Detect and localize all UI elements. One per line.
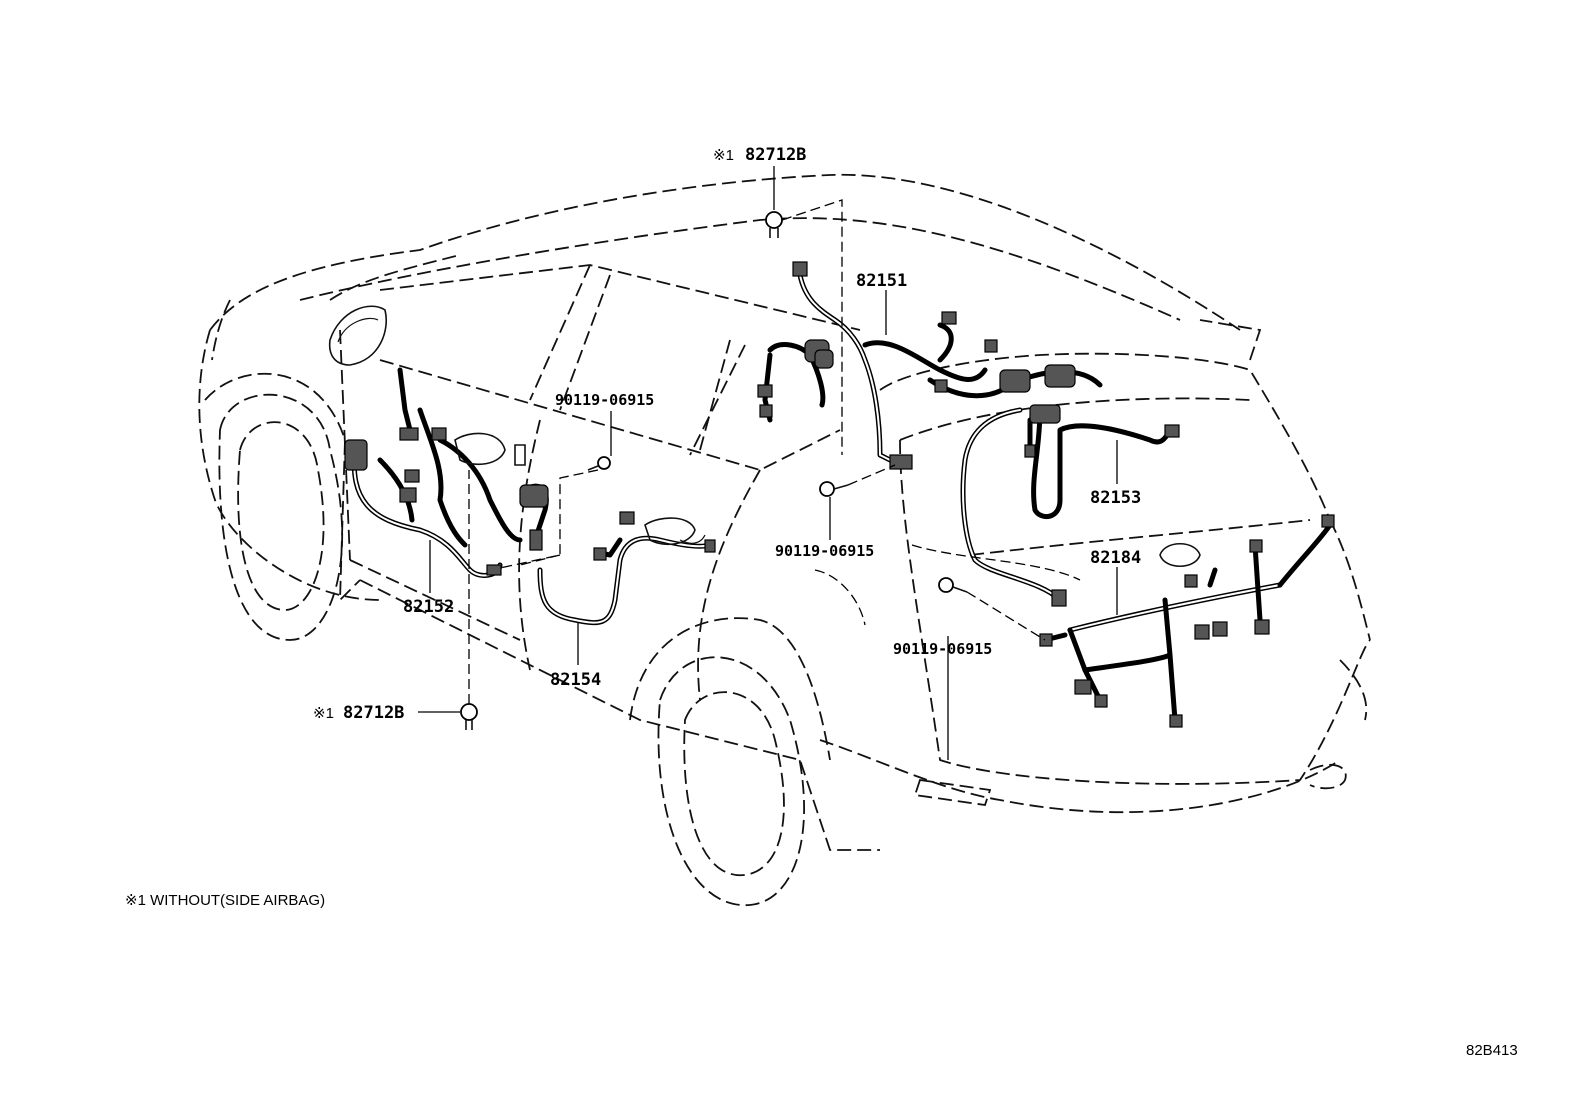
harness-82154	[537, 511, 716, 625]
clip-82712b-top	[765, 211, 783, 238]
label-82154: 82154	[550, 670, 601, 690]
note-marker-left: ※1	[313, 705, 334, 722]
note-marker-top: ※1	[713, 147, 734, 164]
part-labels: ※1 82712B 82151 90119-06915 82153 90119-…	[313, 145, 1141, 723]
side-mirror	[328, 305, 387, 366]
label-82184: 82184	[1090, 548, 1141, 568]
harness-82151	[757, 261, 1103, 470]
bolt-left-icon	[587, 456, 611, 471]
footnote: ※1 WITHOUT(SIDE AIRBAG)	[125, 892, 325, 909]
label-bolt-right: 90119-06915	[893, 640, 992, 658]
bolt-center-icon	[819, 481, 849, 497]
leader-lines	[418, 166, 1118, 760]
harness-82153	[960, 404, 1180, 607]
label-bolt-center: 90119-06915	[775, 542, 874, 560]
bolt-right-icon	[938, 577, 968, 593]
label-82151: 82151	[856, 271, 907, 291]
diagram-reference: 82B413	[1466, 1042, 1518, 1059]
label-bolt-left: 90119-06915	[555, 391, 654, 409]
label-82153: 82153	[1090, 488, 1141, 508]
vehicle-body-outline	[198, 173, 1371, 906]
harness-82184	[1039, 514, 1335, 728]
label-82712b-top: 82712B	[745, 145, 806, 165]
label-82712b-left: 82712B	[343, 703, 404, 723]
clip-82712b-left	[460, 703, 478, 730]
label-82152: 82152	[403, 597, 454, 617]
harness-82152	[344, 367, 549, 578]
